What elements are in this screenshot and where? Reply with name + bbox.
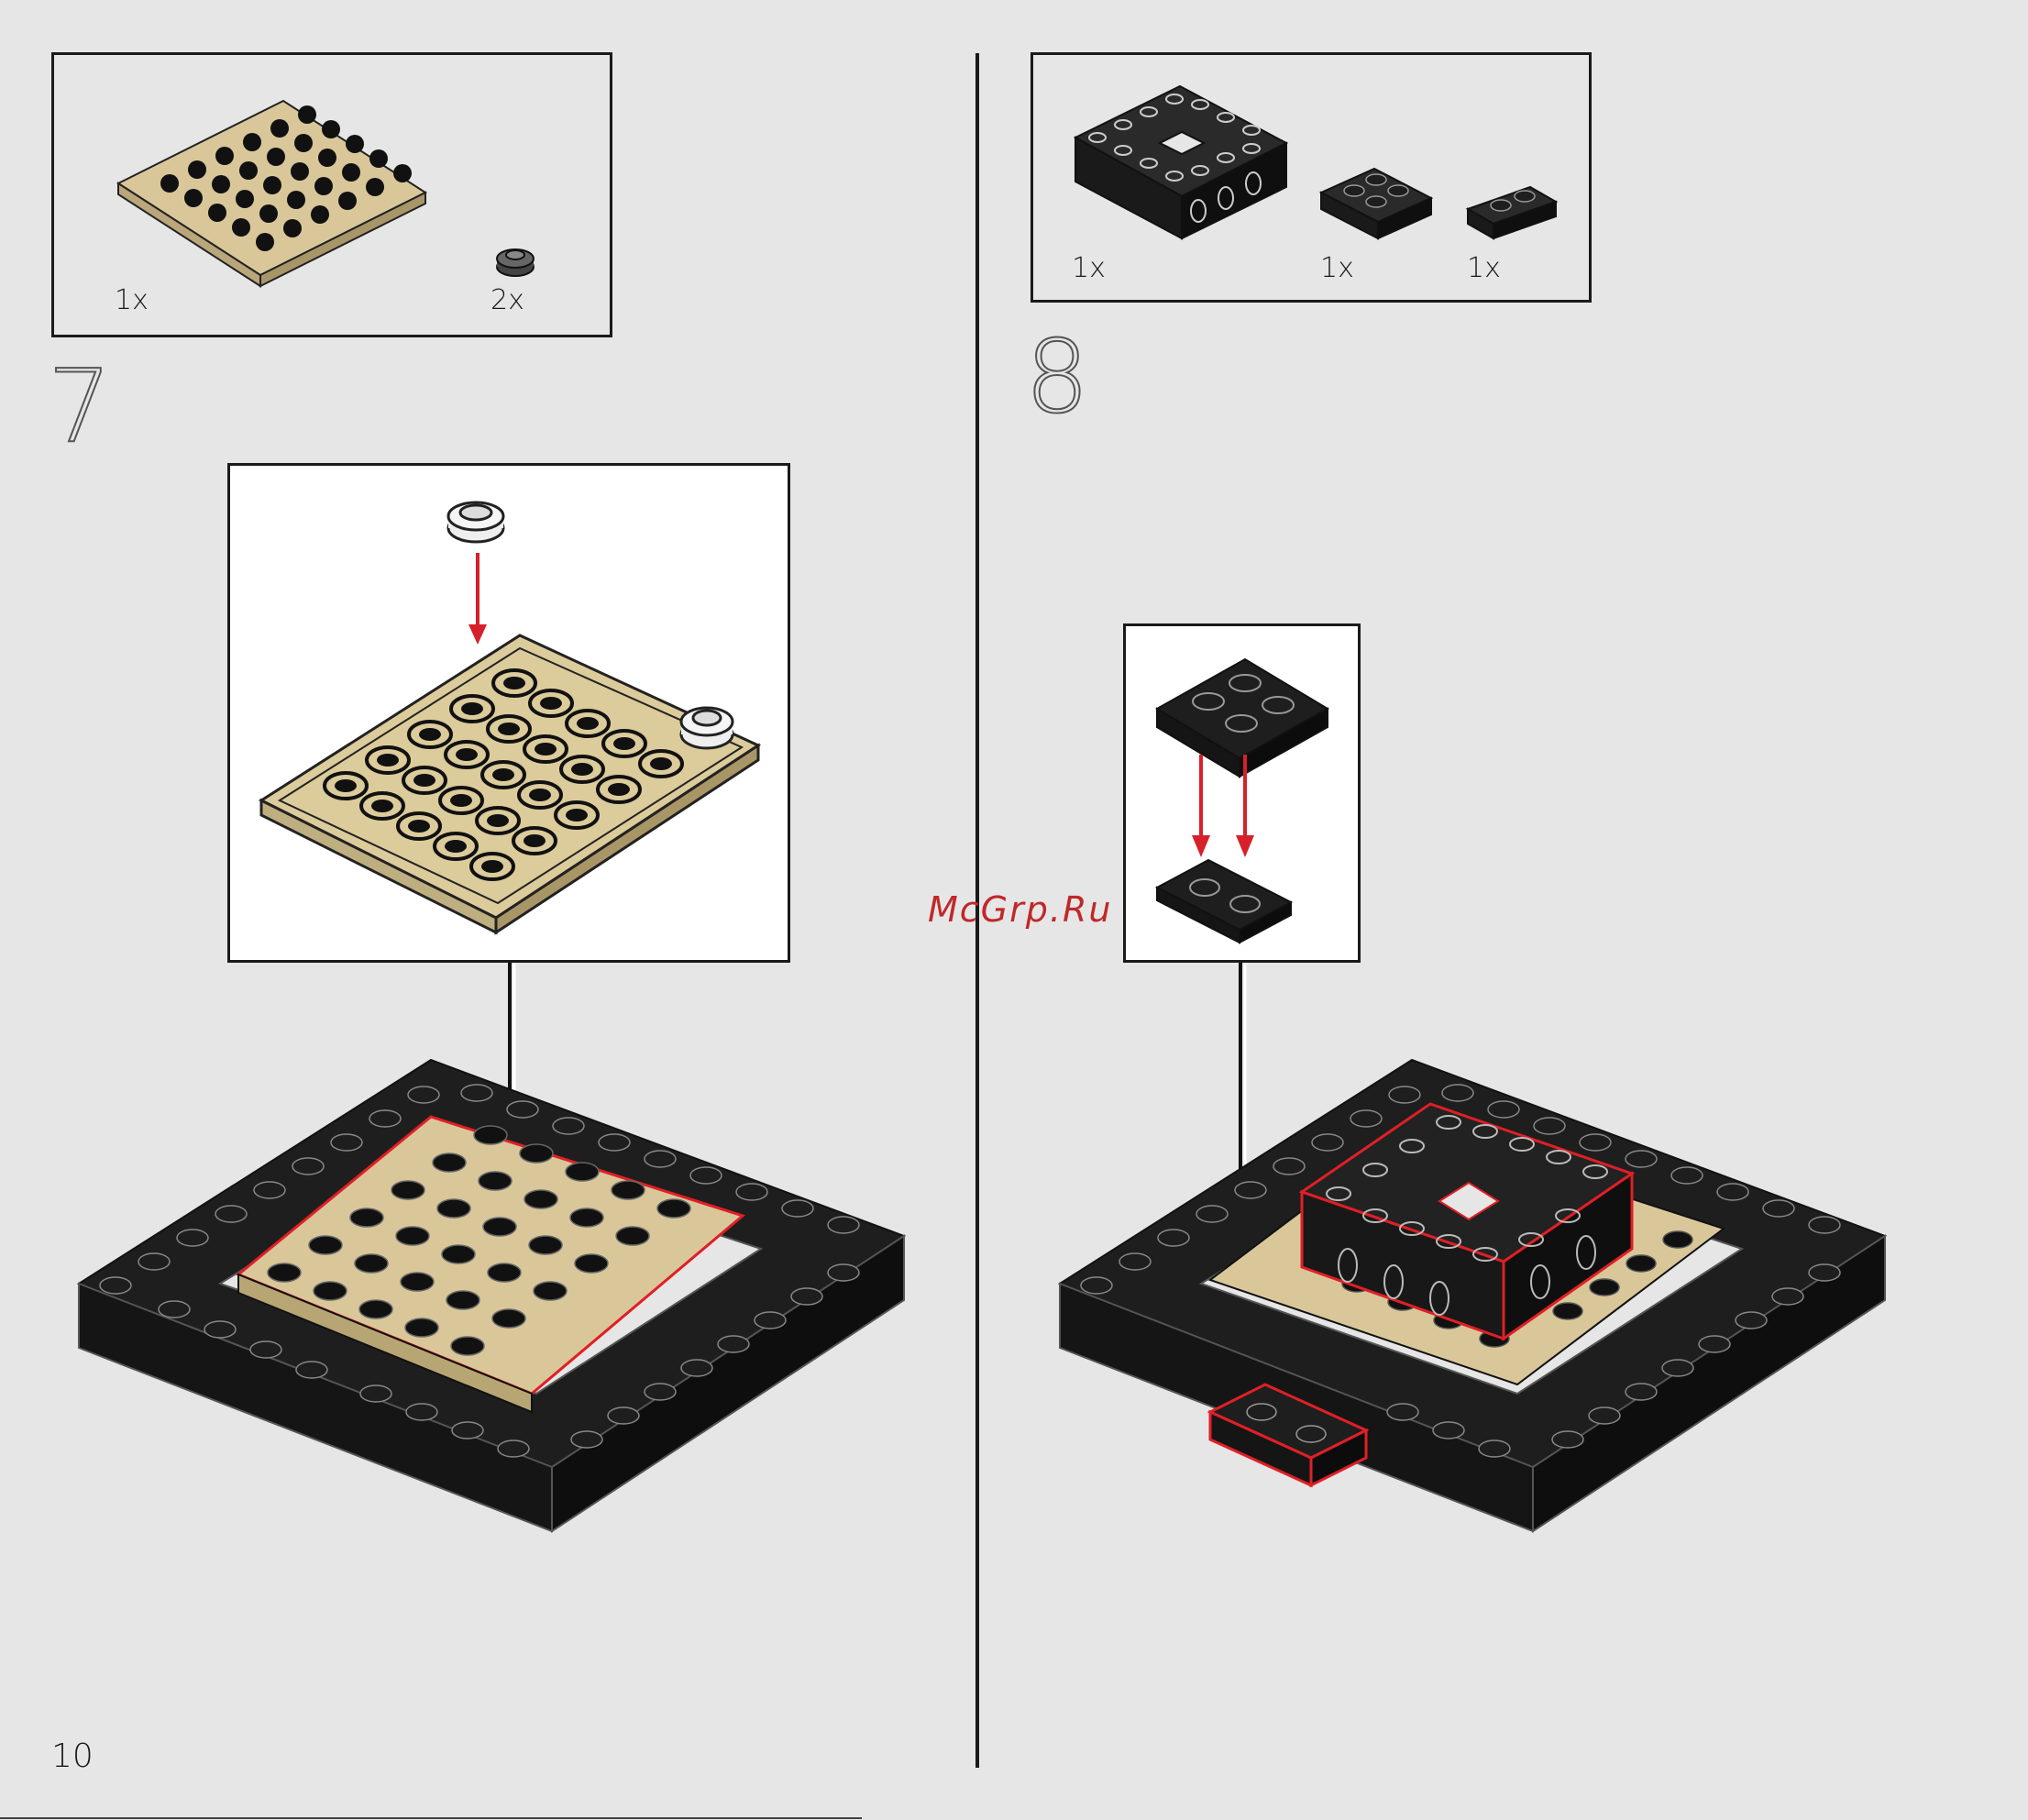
round-plate-1x1-part-icon <box>492 243 538 280</box>
plate-2x2-count: 1x <box>1320 252 1354 284</box>
step8-subassembly-callout <box>1123 623 1361 963</box>
round-plate-count: 2x <box>490 284 524 316</box>
plate-2x2-part-icon <box>1317 165 1437 248</box>
tan-plate-count: 1x <box>115 284 149 316</box>
step-8-number: 8 <box>1025 326 1089 427</box>
plate-1x2-subassembly <box>1153 851 1309 943</box>
step8-parts-list: 1x 1x 1x <box>1031 52 1592 303</box>
technic-frame-count: 1x <box>1072 252 1106 284</box>
technic-frame-4x4-part-icon <box>1070 83 1290 248</box>
plate-1x2-count: 1x <box>1467 252 1501 284</box>
step7-subassembly-callout <box>227 463 790 963</box>
bottom-rule <box>0 1817 862 1819</box>
step-7-number: 7 <box>48 356 112 457</box>
step7-main-model <box>73 1009 917 1540</box>
tan-plate-6x6-part-icon <box>109 83 439 266</box>
round-plate-1x1-drop-icon <box>444 493 508 548</box>
step7-parts-list: 1x 2x <box>51 52 612 337</box>
step8-main-model <box>1054 1009 1898 1540</box>
watermark-text: McGrp.Ru <box>928 889 1112 930</box>
tan-plate-6x6-subassembly <box>258 626 771 956</box>
page-number: 10 <box>51 1737 94 1775</box>
plate-1x2-part-icon <box>1464 183 1565 248</box>
